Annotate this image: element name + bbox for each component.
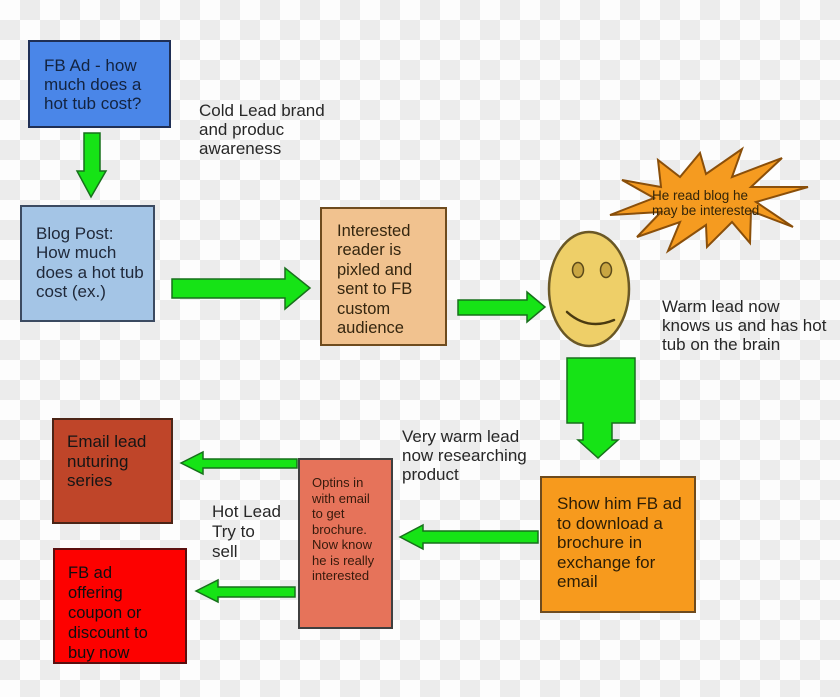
cold-lead-label: Cold Lead brand and produc awareness [199,101,325,158]
fb-ad-box: FB Ad - how much does a hot tub cost? [28,40,171,128]
interested-reader-box: Interested reader is pixled and sent to … [320,207,447,346]
arrow-down-icon [566,357,636,460]
arrow-right-icon [457,290,547,324]
show-fb-ad-box: Show him FB ad to download a brochure in… [540,476,696,613]
very-warm-lead-label: Very warm lead now researching product [402,427,527,484]
smiley-right-eye [599,261,613,279]
optins-box: Optins in with email to get brochure. No… [298,458,393,629]
starburst-shape [609,146,809,254]
smiley-mouth [565,310,616,326]
arrow-left-icon [398,523,539,551]
smiley-face-icon [547,230,631,348]
arrow-right-icon [171,266,312,311]
warm-lead-label: Warm lead now knows us and has hot tub o… [662,297,827,354]
starburst-label: He read blog he may be interested [652,188,760,218]
smiley-head [547,230,631,348]
email-lead-box: Email lead nuturing series [52,418,173,524]
arrow-left-icon [194,578,296,604]
arrow-down-icon [75,132,108,199]
arrow-left-icon [179,450,298,476]
smiley-left-eye [571,261,585,279]
blog-post-box: Blog Post: How much does a hot tub cost … [20,205,155,322]
hot-lead-label: Hot Lead Try to sell [212,502,281,561]
fb-coupon-box: FB ad offering coupon or discount to buy… [53,548,187,664]
